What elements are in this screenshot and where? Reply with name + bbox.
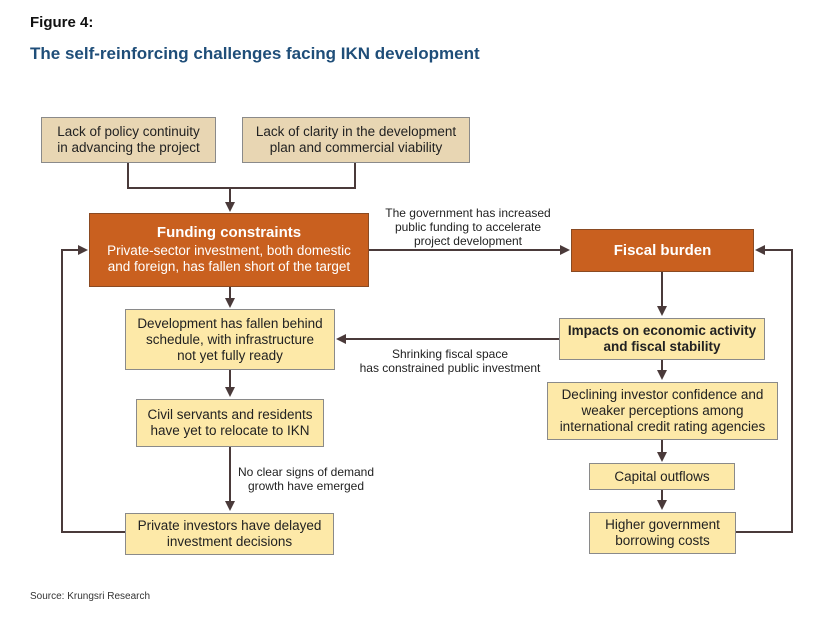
clarity-plan-box: Lack of clarity in the development plan … [242,117,470,163]
fiscal-burden-box: Fiscal burden [571,229,754,272]
policy-continuity-box: Lack of policy continuity in advancing t… [41,117,216,163]
source-note: Source: Krungsri Research [30,591,151,602]
private-investors-box: Private investors have delayed investmen… [125,513,334,555]
label-no-demand: No clear signs of demand growth have eme… [237,465,375,493]
impacts-box: Impacts on economic activity and fiscal … [559,318,765,360]
funding-constraints-box: Funding constraints Private-sector inves… [89,213,369,287]
label-gov-funding: The government has increased public fund… [385,206,551,248]
figure-title: The self-reinforcing challenges facing I… [30,44,480,63]
civil-servants-box: Civil servants and residents have yet to… [136,399,324,447]
funding-title: Funding constraints [156,224,302,241]
arrow-investors-loop-to-funding [61,245,125,533]
arrow-borrowing-loop-to-fiscal [736,245,793,533]
connector-policy-to-funding [127,163,356,189]
behind-schedule-box: Development has fallen behind schedule, … [125,309,335,370]
borrowing-costs-box: Higher government borrowing costs [589,512,736,554]
investor-confidence-box: Declining investor confidence and weaker… [547,382,778,440]
label-shrinking-space: Shrinking fiscal space has constrained p… [359,347,541,375]
figure-label: Figure 4: [30,14,94,31]
capital-outflows-box: Capital outflows [589,463,735,490]
